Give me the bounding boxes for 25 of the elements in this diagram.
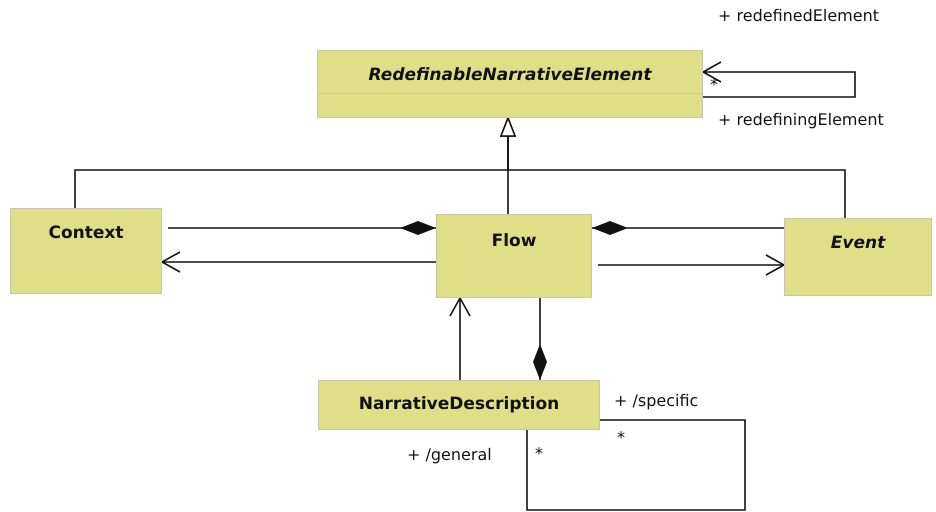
role-label: * xyxy=(535,444,543,463)
role-label: * xyxy=(617,428,625,447)
class-name: Context xyxy=(47,223,124,243)
association-arrow xyxy=(161,251,436,273)
class-name: NarrativeDescription xyxy=(358,394,560,414)
composition-line xyxy=(533,298,547,380)
class-box xyxy=(317,50,703,118)
association-arrow xyxy=(598,254,785,276)
association-arrow xyxy=(702,61,856,98)
class-box xyxy=(10,208,162,294)
class-name: RedefinableNarrativeElement xyxy=(368,65,653,85)
class-box xyxy=(784,218,932,296)
role-label: + redefinedElement xyxy=(718,6,880,25)
class-name: Event xyxy=(830,233,887,253)
class-box xyxy=(436,214,592,298)
composition-line xyxy=(168,221,436,235)
role-label: + /specific xyxy=(614,391,698,410)
role-label: + /general xyxy=(407,445,492,464)
role-label: + redefiningElement xyxy=(718,110,884,129)
class-box xyxy=(318,380,600,430)
association-line xyxy=(526,419,746,511)
class-name: Flow xyxy=(490,231,538,251)
generalization-arrow xyxy=(500,117,846,218)
composition-line xyxy=(592,221,784,235)
association-arrow xyxy=(449,297,471,380)
